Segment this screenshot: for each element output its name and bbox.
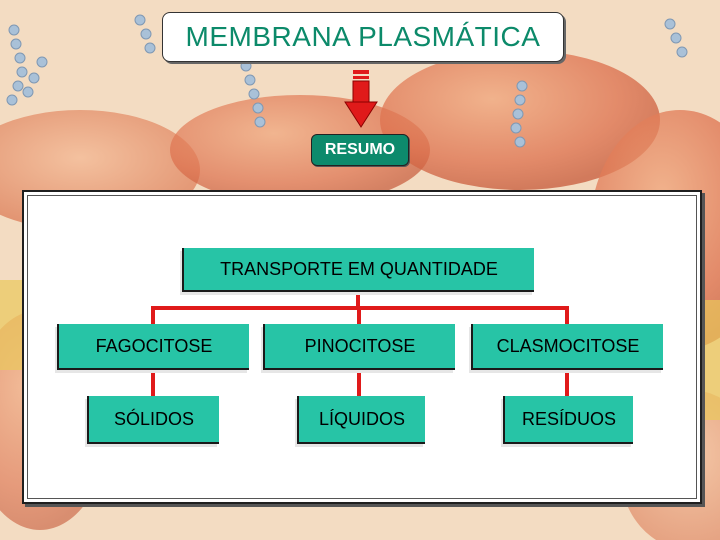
branch-node-clasmocitose: CLASMOCITOSE — [471, 324, 663, 370]
down-arrow-icon — [344, 70, 378, 128]
branch-node-fagocitose: FAGOCITOSE — [57, 324, 249, 370]
membrane-band — [0, 280, 24, 370]
root-node: TRANSPORTE EM QUANTIDADE — [182, 248, 534, 292]
page-title: MEMBRANA PLASMÁTICA — [162, 12, 564, 62]
glycoprotein-chains — [6, 14, 688, 148]
branch-node-pinocitose: PINOCITOSE — [263, 324, 455, 370]
leaf-node-solidos: SÓLIDOS — [87, 396, 219, 444]
leaf-node-liquidos: LÍQUIDOS — [297, 396, 425, 444]
cell-shape — [170, 95, 430, 205]
leaf-node-residuos: RESÍDUOS — [503, 396, 633, 444]
cell-shape — [380, 50, 660, 190]
resumo-badge: RESUMO — [311, 134, 409, 166]
